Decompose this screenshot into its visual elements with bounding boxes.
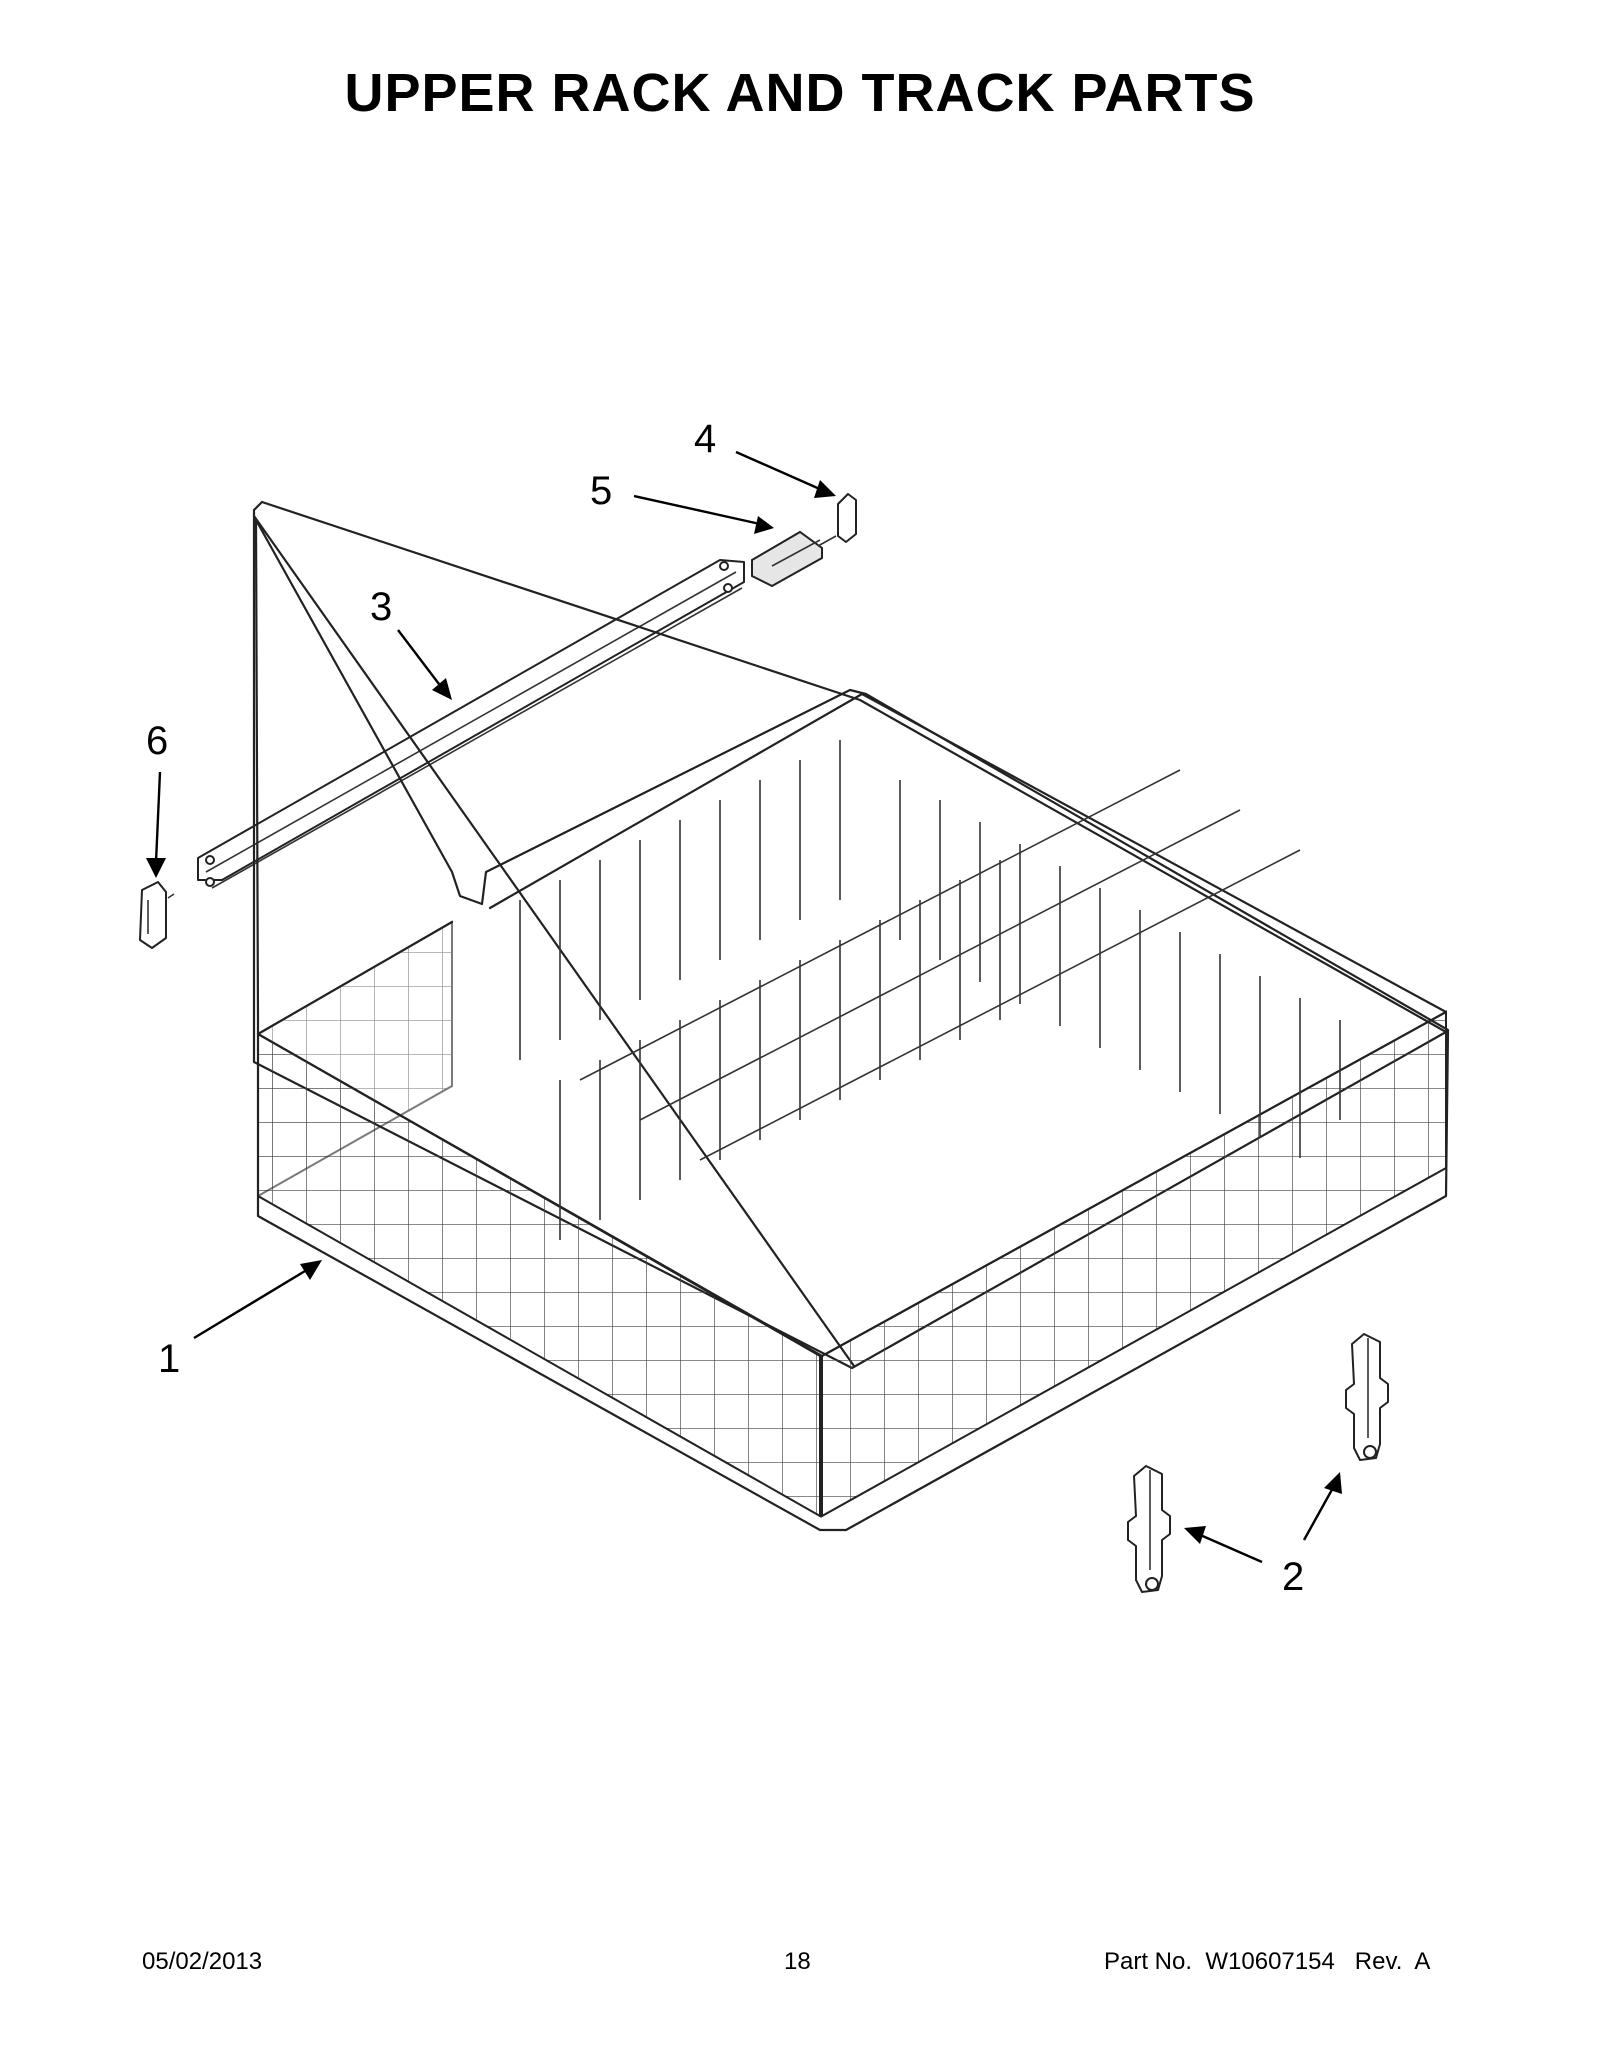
leader-arrow-4 [735, 450, 836, 498]
rack-roller-left [1127, 1465, 1171, 1593]
leader-arrow-2a [1184, 1526, 1263, 1564]
track-rail [197, 559, 745, 889]
rack-roller-right [1345, 1333, 1389, 1461]
callout-5: 5 [590, 469, 612, 513]
track-end-cap [139, 881, 175, 949]
leader-arrow-2b [1302, 1472, 1342, 1541]
footer-part-number: Part No. W10607154 Rev. A [1104, 1948, 1431, 1975]
leader-arrow-6 [146, 771, 166, 878]
track-clip [817, 493, 857, 547]
callout-6: 6 [146, 719, 168, 763]
track-stop [751, 530, 823, 588]
callout-4: 4 [694, 417, 716, 461]
footer-page-number: 18 [784, 1948, 811, 1975]
leader-arrow-5 [633, 494, 774, 534]
leader-arrow-1 [193, 1260, 322, 1340]
footer-date: 05/02/2013 [142, 1948, 263, 1975]
upper-rack [252, 500, 1450, 1532]
page-title: UPPER RACK AND TRACK PARTS [344, 63, 1256, 123]
leader-arrow-3 [397, 629, 452, 700]
callout-2: 2 [1282, 1555, 1304, 1599]
callout-3: 3 [370, 585, 392, 629]
callout-1: 1 [158, 1337, 180, 1381]
